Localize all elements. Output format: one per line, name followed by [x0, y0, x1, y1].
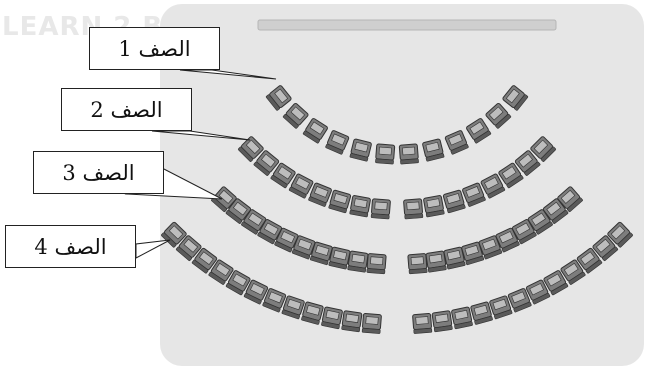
seat-row4-left-5 [281, 295, 305, 320]
seat-row4-right-12 [607, 221, 633, 248]
seat-row2-left-8 [237, 136, 264, 162]
seat-row3-left-2 [347, 250, 369, 273]
seat-row1-left-6 [265, 85, 292, 111]
seat-row3-right-1 [407, 253, 428, 275]
seat-row4-right-5 [489, 295, 513, 320]
seat-row4-right-10 [576, 247, 603, 274]
seat-row1-right-3 [444, 130, 469, 155]
seat-row3-right-9 [542, 198, 569, 224]
seat-row1-right-4 [466, 118, 492, 144]
seat-row4-right-3 [451, 306, 473, 330]
seat-row1-right-1 [398, 143, 419, 165]
room-floor [160, 4, 644, 366]
seat-row2-right-2 [423, 195, 445, 218]
seat-row4-right-6 [507, 288, 532, 313]
seat-row4-left-7 [243, 279, 269, 305]
row-label-4: الصف 4 [5, 225, 136, 268]
seat-row2-right-5 [480, 173, 506, 199]
seat-row2-left-6 [270, 162, 296, 189]
seat-row4-left-1 [361, 312, 382, 334]
seat-row3-left-6 [274, 227, 299, 253]
seat-row3-left-10 [211, 186, 237, 213]
seat-row2-right-6 [498, 162, 524, 189]
seat-row3-left-7 [257, 219, 283, 245]
seat-row2-right-4 [462, 182, 486, 207]
seat-row1-left-1 [375, 143, 396, 165]
seat-row1-right-2 [422, 138, 445, 162]
seat-row3-left-8 [241, 209, 267, 235]
seat-row4-left-9 [208, 259, 234, 285]
seat-row4-right-8 [543, 270, 569, 296]
seat-row2-right-7 [514, 150, 541, 176]
seat-row2-left-7 [253, 150, 280, 176]
seat-row4-right-7 [525, 279, 551, 305]
seat-row1-left-2 [349, 138, 372, 162]
seat-row3-right-10 [557, 186, 583, 213]
seat-row4-right-11 [592, 235, 619, 262]
seat-row4-left-6 [262, 288, 287, 313]
seat-row3-right-5 [478, 235, 503, 260]
seat-row3-right-8 [527, 209, 553, 235]
seat-row1-right-6 [502, 85, 529, 111]
row-label-4-pointer [135, 239, 171, 259]
seat-row4-right-1 [412, 312, 433, 334]
seat-row3-left-9 [225, 198, 252, 224]
seat-row1-right-5 [485, 102, 512, 129]
seat-row1-left-4 [302, 118, 328, 144]
seat-row2-left-2 [349, 195, 371, 218]
seat-row4-left-10 [191, 247, 218, 274]
row-label-2-pointer [151, 130, 251, 141]
seat-row3-left-1 [366, 253, 387, 275]
seat-row4-right-2 [431, 310, 453, 333]
seat-row4-left-2 [341, 310, 363, 333]
seat-row4-left-8 [225, 270, 251, 296]
front-board [257, 19, 557, 31]
seat-row3-left-3 [328, 246, 351, 270]
seat-row3-left-4 [309, 241, 333, 266]
seat-row2-right-3 [442, 189, 466, 214]
row-label-2: الصف 2 [61, 88, 192, 131]
seat-row1-left-5 [282, 102, 309, 129]
seat-row2-left-1 [370, 198, 391, 220]
seat-row4-right-9 [560, 259, 586, 285]
seat-row3-right-7 [511, 219, 537, 245]
seat-row3-right-6 [495, 227, 520, 253]
seat-row2-right-8 [530, 136, 557, 162]
seat-row2-left-4 [308, 182, 332, 207]
seat-row2-left-5 [288, 173, 314, 199]
seat-row3-right-4 [461, 241, 485, 266]
seat-row3-right-2 [425, 250, 447, 273]
row-label-1-pointer [179, 69, 277, 80]
seat-row4-right-4 [470, 301, 493, 325]
seat-row1-left-3 [325, 130, 350, 155]
seat-row4-left-3 [321, 306, 343, 330]
seat-row3-left-5 [291, 235, 316, 260]
seat-row2-left-3 [328, 189, 352, 214]
seat-row4-left-4 [301, 301, 324, 325]
row-label-1: الصف 1 [89, 27, 220, 70]
seat-row3-right-3 [443, 246, 466, 270]
row-label-3: الصف 3 [33, 151, 164, 194]
seat-row2-right-1 [403, 198, 424, 220]
seat-row4-left-11 [175, 235, 202, 262]
